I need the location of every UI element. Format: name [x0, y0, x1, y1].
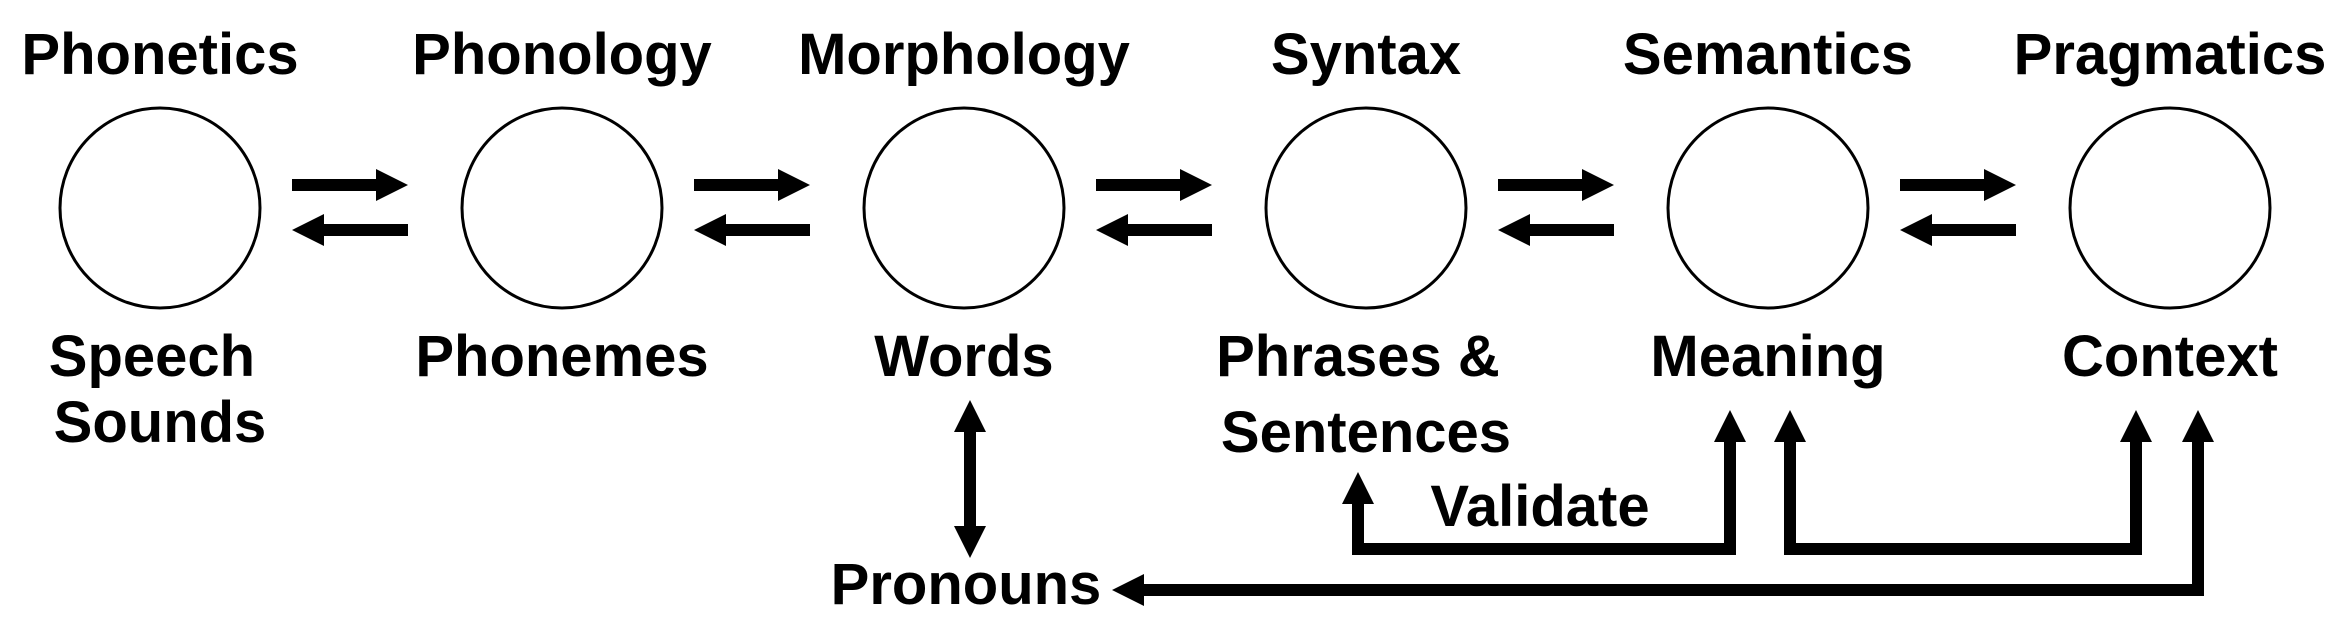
level-unit-phonology: Phonemes	[415, 324, 708, 389]
level-unit-pragmatics: Context	[2062, 324, 2278, 389]
node-pragmatics	[2068, 106, 2272, 310]
node-phonetics	[58, 106, 262, 310]
level-unit-morphology-line1: Words	[874, 324, 1053, 389]
arrow-pair-semantics-pragmatics	[1900, 169, 2016, 246]
level-name-pragmatics: Pragmatics	[2014, 22, 2327, 87]
level-unit-phonology-line1: Phonemes	[415, 324, 708, 389]
level-unit-morphology: Words	[874, 324, 1053, 389]
arrow-words-pronouns	[954, 400, 986, 558]
level-unit-syntax-line2: Sentences	[1221, 400, 1511, 465]
arrow-pragmatics-pronouns	[1112, 410, 2214, 606]
level-name-syntax: Syntax	[1271, 22, 1461, 87]
level-unit-phonetics: Speech Sounds	[49, 324, 271, 455]
level-name-morphology: Morphology	[798, 22, 1130, 87]
level-name-semantics: Semantics	[1623, 22, 1913, 87]
arrow-pair-syntax-semantics	[1498, 169, 1614, 246]
level-unit-phonetics-line2: Sounds	[54, 390, 267, 455]
level-unit-pragmatics-line1: Context	[2062, 324, 2278, 389]
node-syntax	[1264, 106, 1468, 310]
level-unit-semantics: Meaning	[1650, 324, 1885, 389]
level-name-phonetics: Phonetics	[21, 22, 298, 87]
arrow-semantics-pragmatics-loop	[1774, 410, 2152, 555]
level-unit-semantics-line1: Meaning	[1650, 324, 1885, 389]
arrow-validate-semantics-syntax	[1342, 410, 1746, 555]
level-unit-syntax: Phrases & Sentences	[1216, 324, 1516, 465]
level-unit-syntax-line1: Phrases &	[1216, 324, 1500, 389]
node-phonology	[460, 106, 664, 310]
node-semantics	[1666, 106, 1870, 310]
arrow-pair-morphology-syntax	[1096, 169, 1212, 246]
pronouns-label: Pronouns	[831, 552, 1102, 617]
level-name-phonology: Phonology	[412, 22, 712, 87]
validate-label: Validate	[1430, 474, 1649, 539]
arrow-pair-phonetics-phonology	[292, 169, 408, 246]
level-unit-phonetics-line1: Speech	[49, 324, 255, 389]
node-morphology	[862, 106, 1066, 310]
arrow-pair-phonology-morphology	[694, 169, 810, 246]
